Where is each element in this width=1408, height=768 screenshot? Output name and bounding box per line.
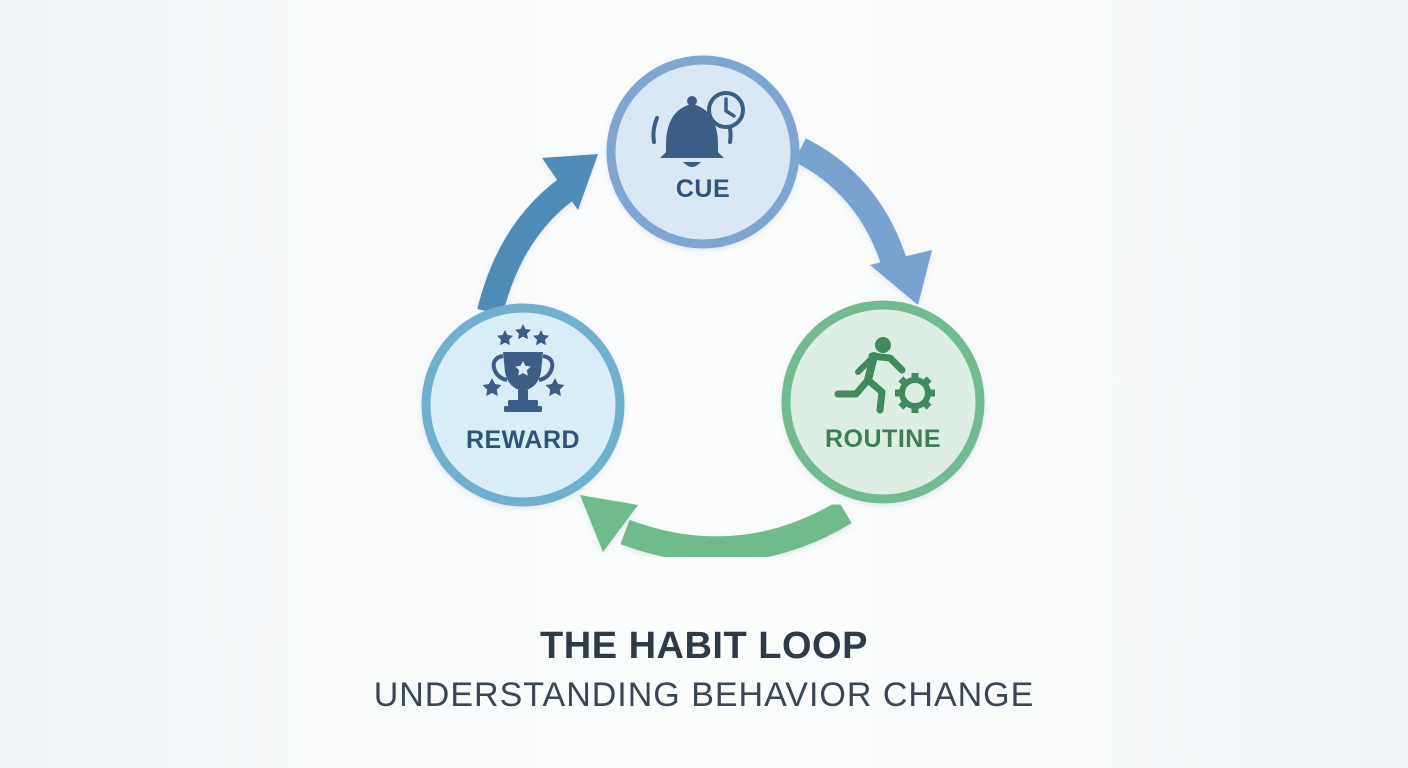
title-block: THE HABIT LOOP UNDERSTANDING BEHAVIOR CH… [0,620,1408,718]
node-reward-label: REWARD [466,426,580,454]
arrow-routine-to-reward [580,495,852,563]
arrow-cue-to-routine [793,138,932,305]
trophy-stars-icon [482,324,565,412]
diagram-title: THE HABIT LOOP [540,625,868,667]
arrow-reward-to-cue [477,154,598,316]
node-cue-label: CUE [676,175,730,203]
node-reward: REWARD [421,303,625,507]
diagram-subtitle: UNDERSTANDING BEHAVIOR CHANGE [373,676,1035,714]
node-routine: ROUTINE [781,300,985,504]
node-routine-label: ROUTINE [825,425,941,453]
node-cue: CUE [606,55,800,249]
runner-gear-icon [834,337,935,414]
bell-clock-icon [651,91,745,167]
